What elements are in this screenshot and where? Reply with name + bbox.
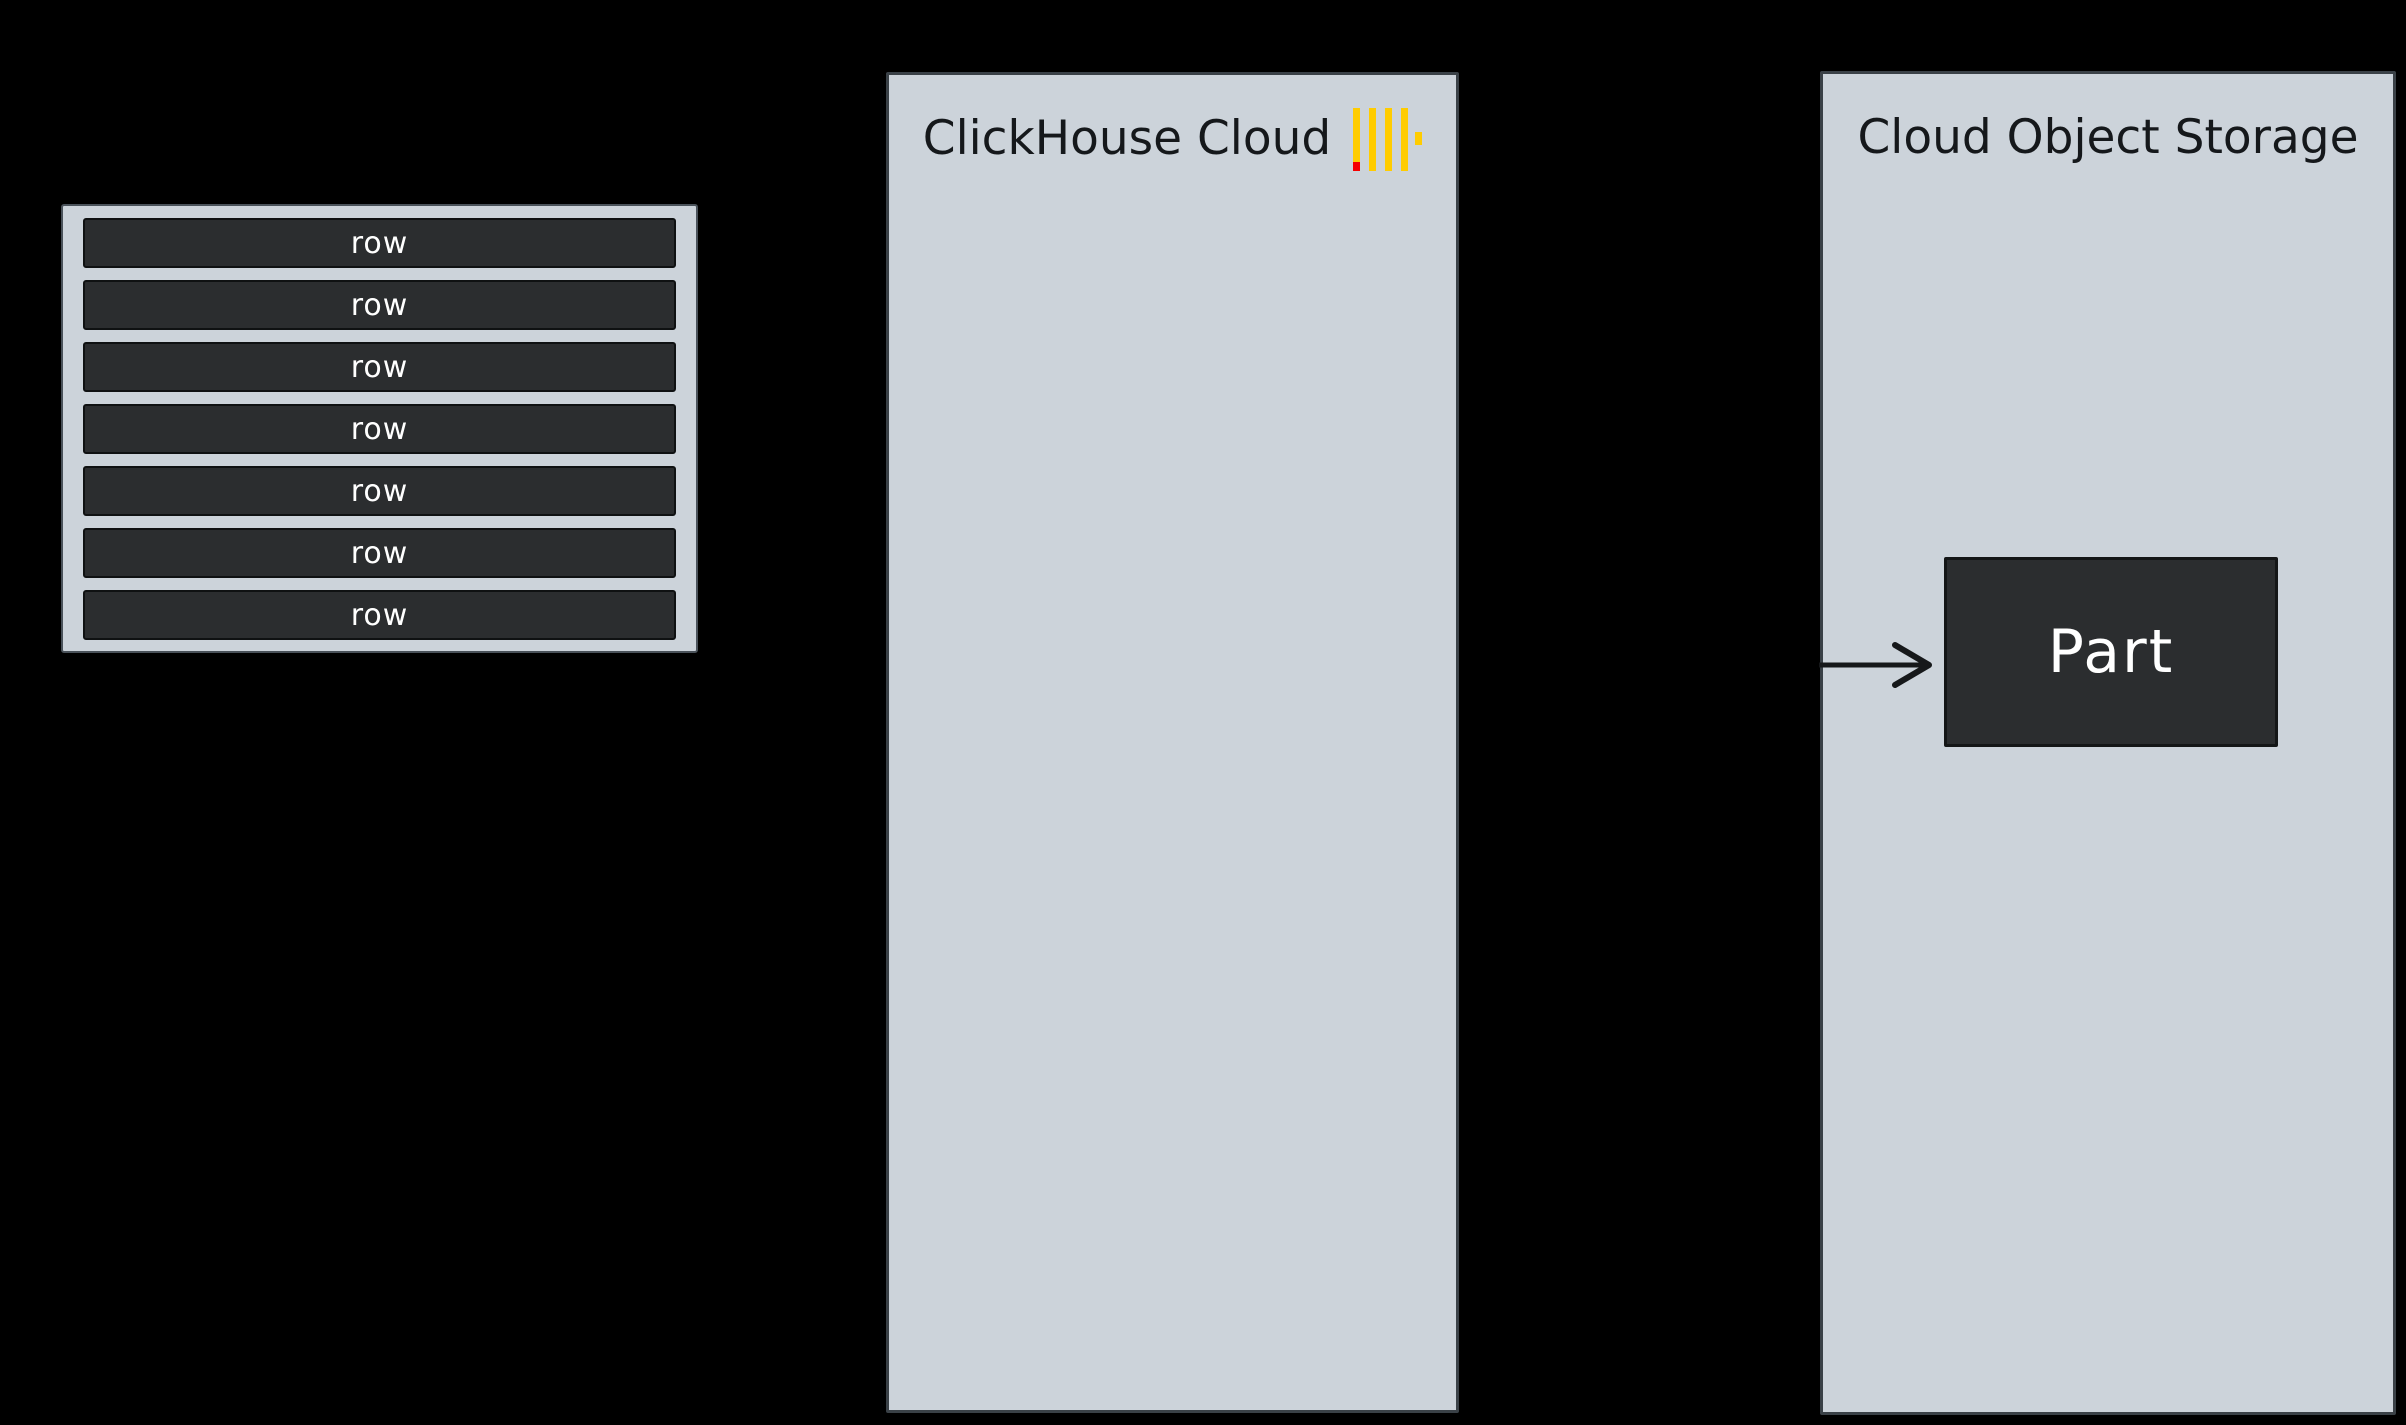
clickhouse-cloud-header: ClickHouse Cloud	[889, 107, 1456, 171]
part-box: Part	[1944, 557, 2278, 747]
clickhouse-cloud-title: ClickHouse Cloud	[922, 111, 1332, 166]
rows-block: row row row row row row row	[61, 204, 698, 653]
table-row: row	[83, 404, 676, 454]
table-row: row	[83, 528, 676, 578]
cloud-object-storage-header: Cloud Object Storage	[1823, 106, 2393, 170]
row-label: row	[350, 225, 409, 261]
table-row: row	[83, 280, 676, 330]
table-row: row	[83, 342, 676, 392]
cloud-object-storage-title: Cloud Object Storage	[1857, 110, 2359, 165]
table-row: row	[83, 466, 676, 516]
table-row: row	[83, 218, 676, 268]
row-label: row	[350, 287, 409, 323]
cloud-object-storage-panel: Cloud Object Storage Part	[1819, 71, 2396, 1415]
row-label: row	[350, 411, 409, 447]
clickhouse-cloud-panel: ClickHouse Cloud	[886, 72, 1459, 1413]
clickhouse-logo-icon	[1353, 107, 1423, 171]
part-label: Part	[2047, 617, 2175, 687]
row-label: row	[350, 349, 409, 385]
row-label: row	[350, 535, 409, 571]
arrow-to-part-icon	[1819, 642, 1932, 688]
row-label: row	[350, 473, 409, 509]
table-row: row	[83, 590, 676, 640]
row-label: row	[350, 597, 409, 633]
